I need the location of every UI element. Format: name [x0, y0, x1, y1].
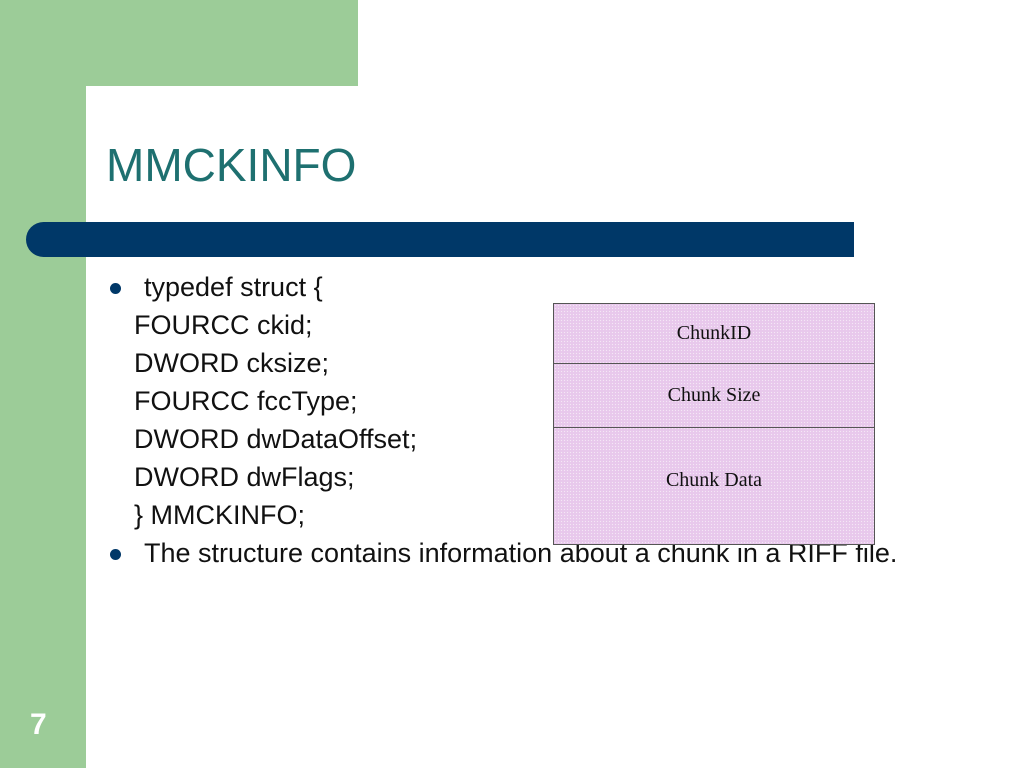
- chunk-structure-diagram: ChunkID Chunk Size Chunk Data: [553, 303, 875, 545]
- left-decorative-band: [0, 0, 86, 768]
- slide-number: 7: [30, 708, 47, 741]
- slide-body: typedef struct { FOURCC ckid; DWORD cksi…: [108, 268, 928, 572]
- top-decorative-band: [0, 0, 358, 86]
- slide-title: MMCKINFO: [106, 139, 357, 191]
- code-line: DWORD dwDataOffset;: [134, 424, 418, 454]
- chunk-size-cell: Chunk Size: [554, 364, 874, 428]
- chunk-data-cell: Chunk Data: [665, 468, 763, 491]
- bullet-text: typedef struct {: [144, 272, 323, 302]
- code-line: FOURCC fccType;: [134, 386, 358, 416]
- code-line: DWORD dwFlags;: [134, 462, 355, 492]
- chunk-id-cell: ChunkID: [554, 304, 874, 364]
- code-line: } MMCKINFO;: [134, 500, 306, 530]
- title-underline-bar: [26, 222, 854, 257]
- bullet-dot-icon: [110, 283, 121, 294]
- code-line: FOURCC ckid;: [134, 310, 313, 340]
- bullet-item-typedef: typedef struct {: [108, 268, 928, 306]
- code-line: DWORD cksize;: [134, 348, 329, 378]
- bullet-dot-icon: [110, 549, 121, 560]
